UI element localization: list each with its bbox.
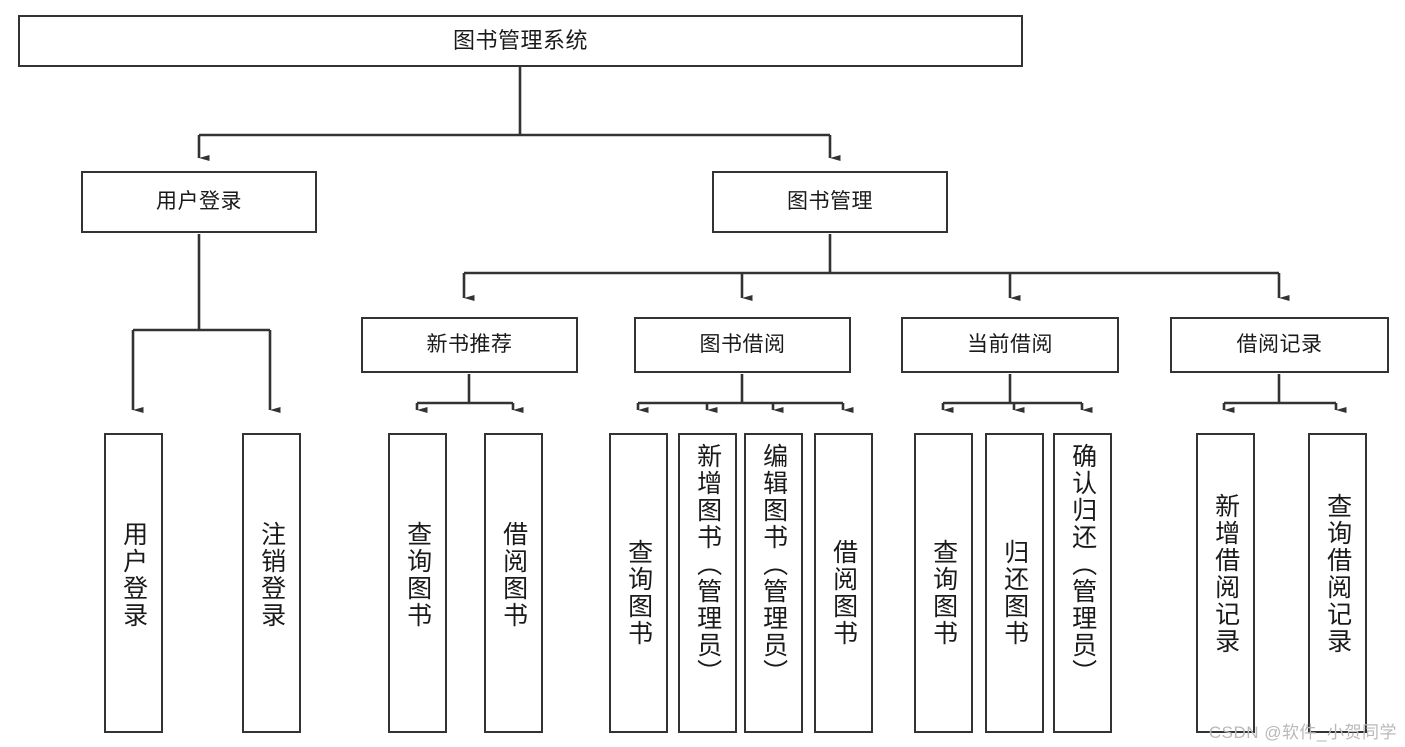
node-label: 注销登录 xyxy=(257,521,286,629)
leaf-return-book[interactable]: 归还图书 xyxy=(985,433,1044,733)
leaf-add-book-admin[interactable]: 新增图书（管理员） xyxy=(678,433,737,733)
node-label: 图书管理 xyxy=(787,190,873,214)
node-label: 查询借阅记录 xyxy=(1323,493,1352,655)
node-current-borrow[interactable]: 当前借阅 xyxy=(901,317,1119,373)
node-label: 用户登录 xyxy=(156,190,242,214)
node-borrow-record[interactable]: 借阅记录 xyxy=(1170,317,1389,373)
node-book-management[interactable]: 图书管理 xyxy=(712,171,948,233)
node-label: 新增图书（管理员） xyxy=(693,443,722,686)
node-label: 新书推荐 xyxy=(426,333,513,357)
leaf-query-book-current[interactable]: 查询图书 xyxy=(914,433,973,733)
leaf-query-book-recommend[interactable]: 查询图书 xyxy=(388,433,447,733)
leaf-user-login[interactable]: 用户登录 xyxy=(104,433,163,733)
node-label: 图书管理系统 xyxy=(452,27,588,53)
node-label: 借阅记录 xyxy=(1236,333,1323,357)
node-label: 确认归还（管理员） xyxy=(1068,443,1097,686)
node-label: 查询图书 xyxy=(403,521,432,629)
leaf-edit-book-admin[interactable]: 编辑图书（管理员） xyxy=(744,433,803,733)
node-user-login[interactable]: 用户登录 xyxy=(81,171,317,233)
node-book-borrow[interactable]: 图书借阅 xyxy=(634,317,851,373)
leaf-query-book-borrow[interactable]: 查询图书 xyxy=(609,433,668,733)
node-label: 用户登录 xyxy=(119,521,148,629)
leaf-confirm-return-admin[interactable]: 确认归还（管理员） xyxy=(1053,433,1112,733)
leaf-borrow-book-recommend[interactable]: 借阅图书 xyxy=(484,433,543,733)
node-label: 查询图书 xyxy=(624,539,653,647)
leaf-borrow-book[interactable]: 借阅图书 xyxy=(814,433,873,733)
node-label: 查询图书 xyxy=(929,539,958,647)
leaf-query-borrow-record[interactable]: 查询借阅记录 xyxy=(1308,433,1367,733)
node-root-system[interactable]: 图书管理系统 xyxy=(18,15,1023,67)
node-label: 借阅图书 xyxy=(499,521,528,629)
node-label: 图书借阅 xyxy=(699,333,786,357)
leaf-logout[interactable]: 注销登录 xyxy=(242,433,301,733)
node-label: 归还图书 xyxy=(1000,539,1029,647)
node-label: 新增借阅记录 xyxy=(1211,493,1240,655)
leaf-add-borrow-record[interactable]: 新增借阅记录 xyxy=(1196,433,1255,733)
node-new-book-recommend[interactable]: 新书推荐 xyxy=(361,317,578,373)
node-label: 当前借阅 xyxy=(967,333,1053,357)
node-label: 编辑图书（管理员） xyxy=(759,443,788,686)
node-label: 借阅图书 xyxy=(829,539,858,647)
watermark-text: CSDN @软件_小贺同学 xyxy=(1208,723,1397,742)
